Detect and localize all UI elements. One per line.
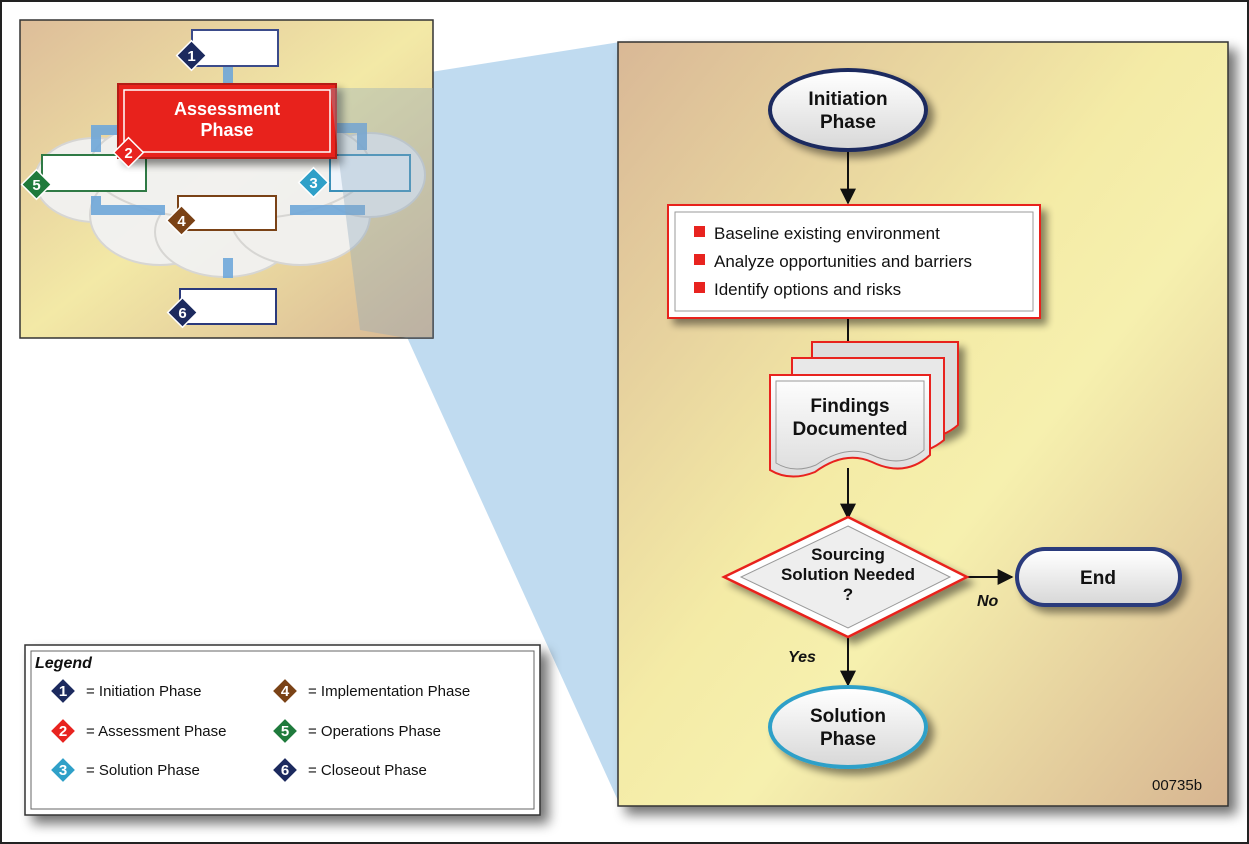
svg-text:2: 2 bbox=[59, 723, 67, 740]
badge-2: 2 bbox=[112, 136, 145, 169]
overview-initiation-box bbox=[191, 29, 279, 67]
svg-text:5: 5 bbox=[32, 177, 40, 194]
overview-zoom-highlight bbox=[330, 88, 433, 338]
badge-3: 3 bbox=[297, 166, 330, 199]
bullet-icon bbox=[694, 254, 705, 265]
legend-item-5: 5 = Operations Phase bbox=[271, 717, 441, 745]
svg-text:2: 2 bbox=[124, 145, 132, 162]
svg-text:4: 4 bbox=[281, 683, 290, 700]
solution-phase-node bbox=[768, 685, 928, 769]
findings-label-2: Documented bbox=[792, 419, 907, 440]
overview-solution-box bbox=[329, 154, 411, 192]
svg-text:1: 1 bbox=[59, 683, 67, 700]
bullet-icon bbox=[694, 282, 705, 293]
legend-diamond-icon bbox=[49, 717, 77, 745]
legend-diamond-icon bbox=[271, 677, 299, 705]
step-list: Baseline existing environment Analyze op… bbox=[694, 224, 972, 299]
flow-panel: Initiation Phase Baseline existing envir… bbox=[617, 41, 1229, 807]
legend-diamond-icon bbox=[271, 756, 299, 784]
end-node bbox=[1015, 547, 1182, 607]
svg-text:5: 5 bbox=[281, 723, 289, 740]
solution-label-1: Solution bbox=[810, 706, 886, 727]
svg-text:4: 4 bbox=[177, 213, 186, 230]
overview-flow-arrows bbox=[91, 64, 367, 278]
no-branch-label: No bbox=[977, 593, 999, 610]
badge-1: 1 bbox=[175, 39, 208, 72]
overview-assessment-box bbox=[117, 83, 337, 159]
legend-item-1: 1 = Initiation Phase bbox=[49, 677, 202, 705]
decision-label-2: Solution Needed bbox=[781, 565, 915, 584]
svg-text:= Implementation Phase: = Implementation Phase bbox=[308, 683, 470, 700]
overview-assessment-inner-border bbox=[123, 89, 331, 153]
overview-closeout-box bbox=[179, 288, 277, 325]
legend-diamond-icon bbox=[49, 756, 77, 784]
decision-label-1: Sourcing bbox=[811, 545, 885, 564]
overview-assessment-label-2: Phase bbox=[200, 120, 253, 140]
findings-label-1: Findings bbox=[810, 396, 889, 417]
badge-6: 6 bbox=[166, 296, 199, 329]
sourcing-decision-node bbox=[721, 515, 970, 639]
svg-text:3: 3 bbox=[59, 762, 67, 779]
legend-item-4: 4 = Implementation Phase bbox=[271, 677, 470, 705]
decision-label-3: ? bbox=[843, 585, 853, 604]
solution-label-2: Phase bbox=[820, 729, 876, 750]
svg-text:6: 6 bbox=[178, 305, 186, 322]
svg-text:3: 3 bbox=[309, 175, 317, 192]
step-item: Analyze opportunities and barriers bbox=[714, 252, 972, 271]
findings-documented-node bbox=[769, 341, 959, 478]
yes-branch-label: Yes bbox=[788, 649, 816, 666]
legend: Legend 1 = Initiation Phase 2 = Assessme… bbox=[24, 644, 541, 816]
legend-diamond-icon bbox=[271, 717, 299, 745]
step-item: Baseline existing environment bbox=[714, 224, 940, 243]
svg-text:= Closeout Phase: = Closeout Phase bbox=[308, 762, 427, 779]
svg-text:= Assessment Phase: = Assessment Phase bbox=[86, 723, 227, 740]
legend-item-2: 2 = Assessment Phase bbox=[49, 717, 227, 745]
svg-text:= Operations Phase: = Operations Phase bbox=[308, 723, 441, 740]
svg-text:= Initiation Phase: = Initiation Phase bbox=[86, 683, 202, 700]
svg-text:= Solution Phase: = Solution Phase bbox=[86, 762, 200, 779]
end-label: End bbox=[1080, 568, 1116, 589]
initiation-label-1: Initiation bbox=[808, 89, 887, 110]
legend-title: Legend bbox=[35, 655, 93, 672]
svg-text:6: 6 bbox=[281, 762, 289, 779]
overview-assessment-label-1: Assessment bbox=[174, 99, 280, 119]
initiation-phase-node bbox=[768, 68, 928, 152]
badge-4: 4 bbox=[165, 204, 198, 237]
step-item: Identify options and risks bbox=[714, 280, 901, 299]
legend-item-6: 6 = Closeout Phase bbox=[271, 756, 427, 784]
initiation-label-2: Phase bbox=[820, 112, 876, 133]
legend-inner-border bbox=[30, 650, 535, 810]
svg-text:1: 1 bbox=[187, 48, 195, 65]
legend-diamond-icon bbox=[49, 677, 77, 705]
assessment-steps-box bbox=[667, 204, 1041, 319]
bullet-icon bbox=[694, 226, 705, 237]
badge-5: 5 bbox=[20, 168, 53, 201]
figure-id: 00735b bbox=[1152, 777, 1202, 794]
legend-item-3: 3 = Solution Phase bbox=[49, 756, 200, 784]
overview-panel: Assessment Phase 1 2 3 4 5 6 bbox=[19, 19, 434, 339]
